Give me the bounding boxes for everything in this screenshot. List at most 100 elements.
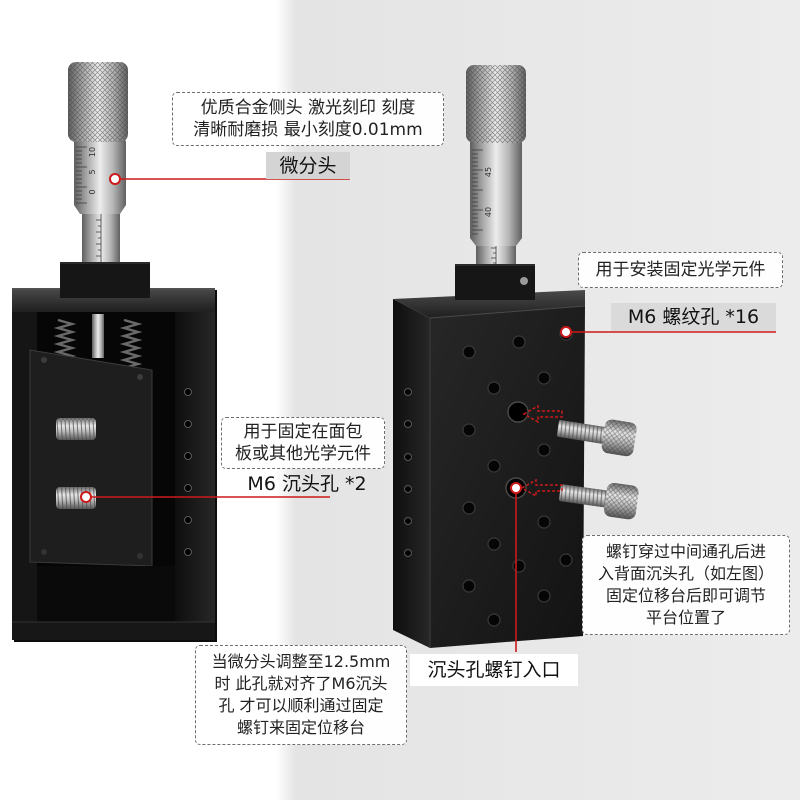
- screw-entry-marker: [510, 482, 522, 494]
- right-micrometer-knurl-texture: [466, 65, 526, 143]
- left-micrometer-mount-block: [60, 262, 150, 298]
- right-micrometer-sleeve-scale: [491, 244, 497, 266]
- left-stage-base: [12, 622, 215, 640]
- note-line: 用于固定在面包: [243, 422, 363, 442]
- carriage-screw: [137, 553, 143, 559]
- through-hole-upper: [507, 401, 529, 423]
- note-line: 用于安装固定光学元件: [595, 260, 766, 280]
- thimble-mark: 5: [88, 169, 97, 174]
- note-line: 固定位移台后即可调节: [605, 586, 766, 605]
- right-micrometer: 45 40: [455, 65, 535, 300]
- right-micrometer-thimble: [470, 141, 522, 239]
- counterbore-label: M6 沉头孔 *2: [247, 473, 367, 495]
- stud-thread: [56, 418, 96, 440]
- thimble-mark: 10: [88, 147, 97, 157]
- right-stage-top-face: [393, 290, 585, 318]
- note-line: 清晰耐磨损 最小刻度0.01mm: [193, 120, 423, 140]
- threaded-holes-label: M6 螺纹孔 *16: [611, 303, 776, 331]
- side-hole: [404, 453, 412, 461]
- left-stage-guide-rod: [92, 314, 104, 358]
- micrometer-marker: [109, 173, 121, 185]
- threaded-hole: [512, 335, 526, 349]
- side-hole: [404, 388, 412, 396]
- left-micrometer-knurl-texture: [68, 62, 128, 142]
- counterbore-marker: [80, 491, 92, 503]
- carriage-screw: [41, 549, 47, 555]
- side-hole: [184, 420, 192, 428]
- right-micrometer-thimble-bevel: [470, 238, 522, 246]
- side-hole: [404, 485, 412, 493]
- note-line: 时 此孔就对齐了M6沉头: [214, 674, 388, 693]
- carriage-screw: [41, 357, 47, 363]
- thimble-mark: 0: [88, 189, 97, 194]
- bolt-head-knurl: [604, 482, 639, 520]
- side-hole: [184, 548, 192, 556]
- threaded-holes-marker: [560, 326, 572, 338]
- threaded-hole: [537, 443, 551, 457]
- optics-note: 用于安装固定光学元件: [578, 252, 783, 288]
- right-stage-side-face: [393, 299, 430, 648]
- note-line: 板或其他光学元件: [235, 444, 371, 464]
- note-line: 平台位置了: [645, 608, 726, 627]
- threaded-hole: [462, 579, 476, 593]
- threaded-hole: [487, 459, 501, 473]
- mounting-bolt-lower: [559, 482, 639, 520]
- threaded-hole: [487, 613, 501, 627]
- carriage-screw: [137, 374, 143, 380]
- side-hole: [404, 517, 412, 525]
- note-line: 优质合金侧头 激光刻印 刻度: [200, 98, 416, 118]
- screw-entry-label: 沉头孔螺钉入口: [410, 654, 578, 686]
- side-hole: [404, 420, 412, 428]
- thimble-mark: 45: [484, 167, 493, 177]
- threaded-hole: [487, 537, 501, 551]
- threaded-hole: [462, 423, 476, 437]
- note-line: 螺钉来固定位移台: [236, 718, 365, 737]
- left-micrometer-graduations: [76, 146, 87, 204]
- threaded-hole: [559, 553, 573, 567]
- left-micrometer-thimble-bevel: [74, 205, 126, 214]
- note-line: 当微分头调整至12.5mm: [211, 652, 391, 671]
- right-stage: 45 40: [393, 65, 639, 648]
- threaded-hole: [537, 371, 551, 385]
- threaded-hole: [487, 381, 501, 395]
- insert-arrow-lower: [520, 478, 563, 498]
- mounting-note: 用于固定在面包 板或其他光学元件: [221, 417, 385, 469]
- right-micrometer-graduations: [472, 149, 483, 235]
- micrometer-note: 优质合金侧头 激光刻印 刻度 清晰耐磨损 最小刻度0.01mm: [172, 92, 444, 146]
- left-stage-body: [12, 288, 217, 642]
- threaded-hole: [462, 501, 476, 515]
- thimble-mark: 40: [484, 207, 493, 217]
- micrometer-label: 微分头: [266, 152, 350, 179]
- side-hole: [184, 484, 192, 492]
- side-hole: [404, 549, 412, 557]
- right-stage-main-face: [430, 306, 585, 648]
- left-stage-lower-cavity: [37, 566, 175, 622]
- callout-leaders: [80, 173, 776, 652]
- side-hole: [184, 388, 192, 396]
- right-stage-body: [393, 290, 586, 648]
- alignment-note: 当微分头调整至12.5mm 时 此孔就对齐了M6沉头 孔 才可以顺利通过固定 螺…: [195, 645, 407, 745]
- insert-arrow-upper: [522, 404, 563, 424]
- left-stage: 10 5 0: [12, 62, 217, 642]
- left-stage-carriage-plate: [29, 349, 153, 567]
- bolt-thread: [559, 484, 611, 508]
- left-micrometer-sleeve-scale: [96, 214, 102, 264]
- note-line: 孔 才可以顺利通过固定: [218, 696, 384, 715]
- threaded-hole: [462, 345, 476, 359]
- note-line: 入背面沉头孔（如左图）: [597, 564, 774, 583]
- mount-set-screw: [520, 277, 528, 285]
- bolt-thread: [556, 420, 609, 445]
- bolt-head-knurl: [601, 419, 637, 457]
- left-stage-right-rail: [175, 296, 215, 640]
- side-hole: [184, 452, 192, 460]
- right-stage-top-edge-highlight: [429, 305, 586, 319]
- mounting-bolt-upper: [556, 419, 637, 457]
- note-line: 螺钉穿过中间通孔后进: [605, 542, 766, 561]
- left-stage-spring: [119, 318, 143, 370]
- left-stage-stud-upper: [56, 418, 96, 440]
- left-micrometer-thimble: [74, 140, 126, 206]
- side-hole: [184, 516, 192, 524]
- threaded-hole: [537, 515, 551, 529]
- left-micrometer: 10 5 0: [60, 62, 150, 298]
